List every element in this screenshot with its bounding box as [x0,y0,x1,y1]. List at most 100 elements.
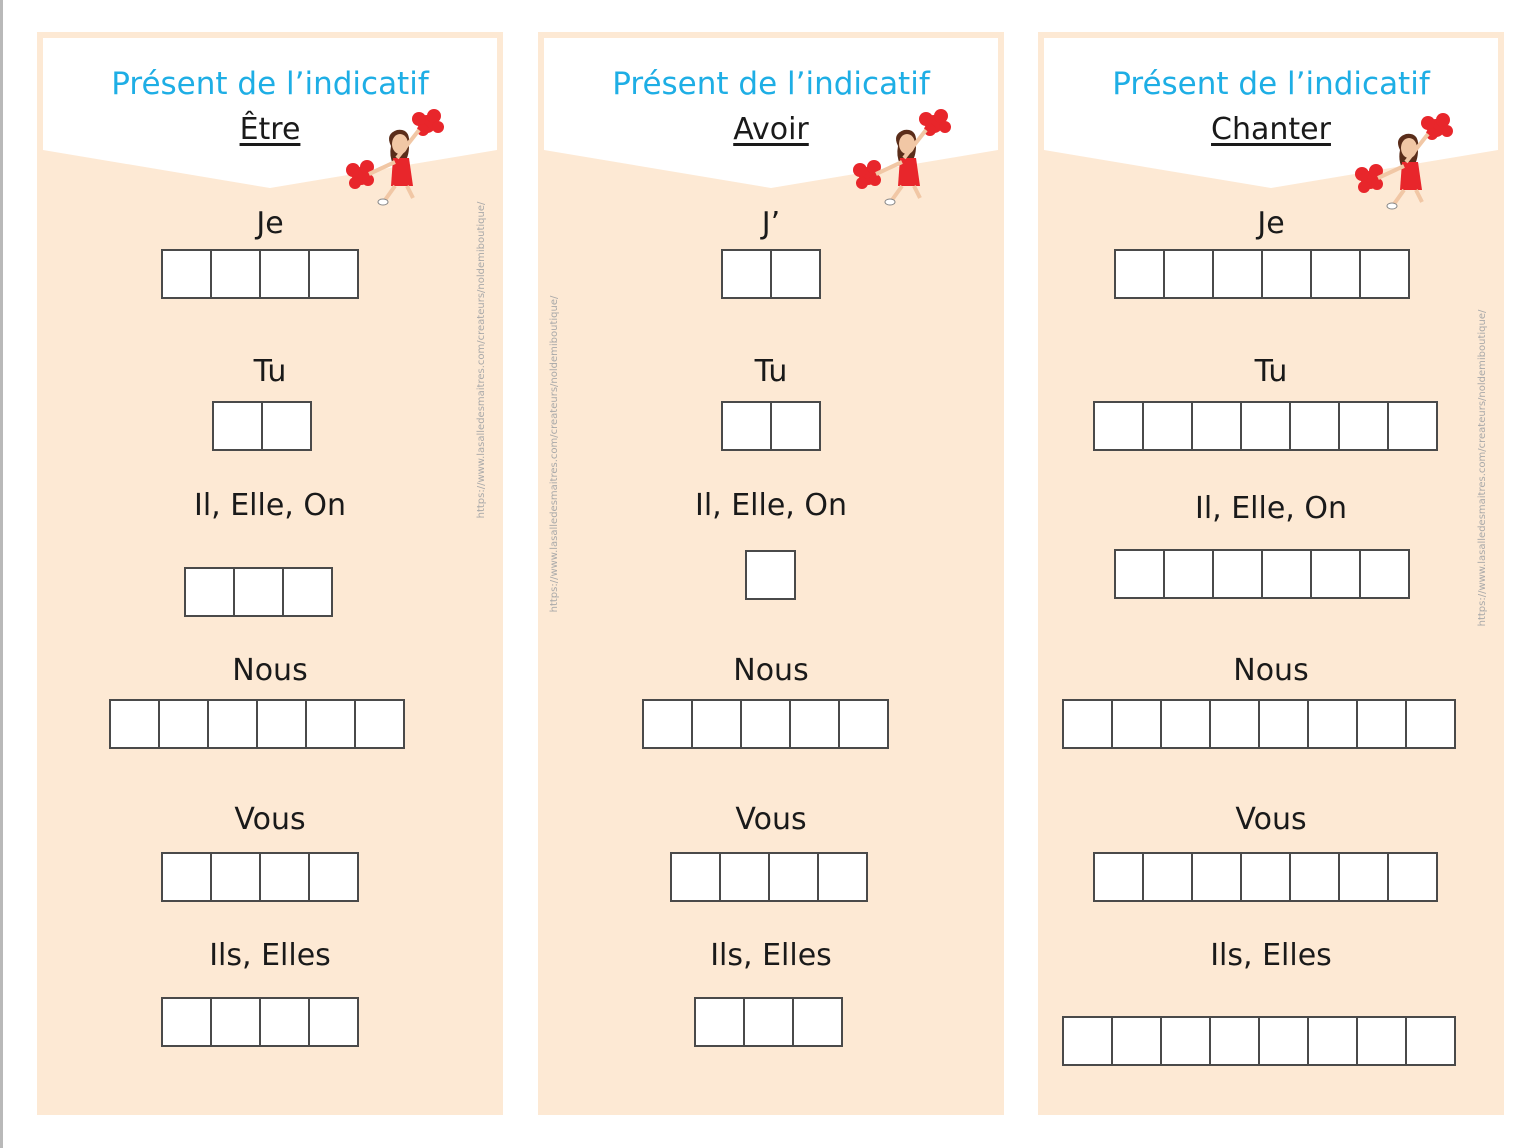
letter-box[interactable] [1261,249,1312,299]
card-title: Présent de l’indicatif [111,66,429,102]
letter-box[interactable] [1387,401,1438,451]
letter-box[interactable] [1212,549,1263,599]
letter-box[interactable] [1307,1016,1358,1066]
watermark-text: https://www.lasalledesmaitres.com/create… [549,295,560,613]
letter-box[interactable] [1289,401,1340,451]
letter-box[interactable] [642,699,693,749]
letter-box[interactable] [1307,699,1358,749]
letter-box[interactable] [212,401,263,451]
letter-box[interactable] [1062,1016,1113,1066]
letter-box[interactable] [1240,852,1291,902]
letter-box[interactable] [745,550,796,600]
letter-box[interactable] [1191,852,1242,902]
letter-box[interactable] [1356,1016,1407,1066]
pronoun-label: Tu [754,354,788,389]
letter-box[interactable] [210,997,261,1047]
letter-boxes [1093,852,1438,902]
pronoun-label: Ils, Elles [710,938,832,973]
letter-box[interactable] [743,997,794,1047]
letter-box[interactable] [308,997,359,1047]
letter-box[interactable] [1142,401,1193,451]
cheerleader-icon [1355,113,1453,210]
letter-box[interactable] [1093,401,1144,451]
letter-box[interactable] [719,852,770,902]
letter-box[interactable] [233,567,284,617]
letter-box[interactable] [259,997,310,1047]
letter-box[interactable] [1114,549,1165,599]
letter-box[interactable] [1062,699,1113,749]
letter-box[interactable] [1356,699,1407,749]
letter-box[interactable] [308,249,359,299]
letter-box[interactable] [838,699,889,749]
letter-boxes [1114,549,1410,599]
card-etre: Présent de l’indicatif Être https://www.… [37,32,503,1115]
letter-box[interactable] [1289,852,1340,902]
letter-box[interactable] [308,852,359,902]
letter-box[interactable] [770,249,821,299]
letter-box[interactable] [770,401,821,451]
letter-box[interactable] [1310,249,1361,299]
letter-box[interactable] [691,699,742,749]
letter-boxes [161,852,359,902]
pronoun-label: Vous [735,802,807,837]
card-chanter: Présent de l’indicatif Chanter https://w… [1038,32,1504,1115]
letter-box[interactable] [1212,249,1263,299]
letter-box[interactable] [1405,1016,1456,1066]
letter-box[interactable] [1261,549,1312,599]
letter-box[interactable] [1258,699,1309,749]
letter-box[interactable] [1209,699,1260,749]
letter-box[interactable] [1405,699,1456,749]
letter-box[interactable] [1310,549,1361,599]
letter-box[interactable] [354,699,405,749]
letter-box[interactable] [261,401,312,451]
letter-box[interactable] [161,249,212,299]
letter-box[interactable] [1338,401,1389,451]
letter-box[interactable] [789,699,840,749]
verb-name: Chanter [1211,112,1331,147]
letter-box[interactable] [1111,699,1162,749]
letter-box[interactable] [1240,401,1291,451]
letter-box[interactable] [1160,1016,1211,1066]
letter-box[interactable] [158,699,209,749]
letter-box[interactable] [1338,852,1389,902]
letter-box[interactable] [282,567,333,617]
letter-boxes [1093,401,1438,451]
letter-box[interactable] [1093,852,1144,902]
letter-box[interactable] [256,699,307,749]
letter-box[interactable] [817,852,868,902]
letter-box[interactable] [210,852,261,902]
letter-box[interactable] [161,852,212,902]
letter-box[interactable] [1111,1016,1162,1066]
letter-box[interactable] [259,249,310,299]
pronoun-label: Je [1257,206,1285,241]
letter-box[interactable] [1191,401,1242,451]
letter-box[interactable] [210,249,261,299]
letter-box[interactable] [1142,852,1193,902]
letter-box[interactable] [1387,852,1438,902]
letter-box[interactable] [792,997,843,1047]
letter-box[interactable] [740,699,791,749]
letter-box[interactable] [1163,249,1214,299]
letter-box[interactable] [1163,549,1214,599]
letter-box[interactable] [694,997,745,1047]
letter-boxes [184,567,333,617]
letter-box[interactable] [1160,699,1211,749]
letter-box[interactable] [1359,249,1410,299]
letter-box[interactable] [259,852,310,902]
letter-box[interactable] [768,852,819,902]
letter-box[interactable] [184,567,235,617]
letter-box[interactable] [721,249,772,299]
letter-box[interactable] [305,699,356,749]
letter-box[interactable] [721,401,772,451]
letter-box[interactable] [1359,549,1410,599]
letter-box[interactable] [1258,1016,1309,1066]
pronoun-label: Il, Elle, On [1194,491,1348,526]
letter-box[interactable] [161,997,212,1047]
letter-box[interactable] [1114,249,1165,299]
letter-box[interactable] [1209,1016,1260,1066]
letter-box[interactable] [109,699,160,749]
letter-boxes [721,249,821,299]
letter-box[interactable] [670,852,721,902]
pronoun-label: Vous [1235,802,1307,837]
letter-box[interactable] [207,699,258,749]
